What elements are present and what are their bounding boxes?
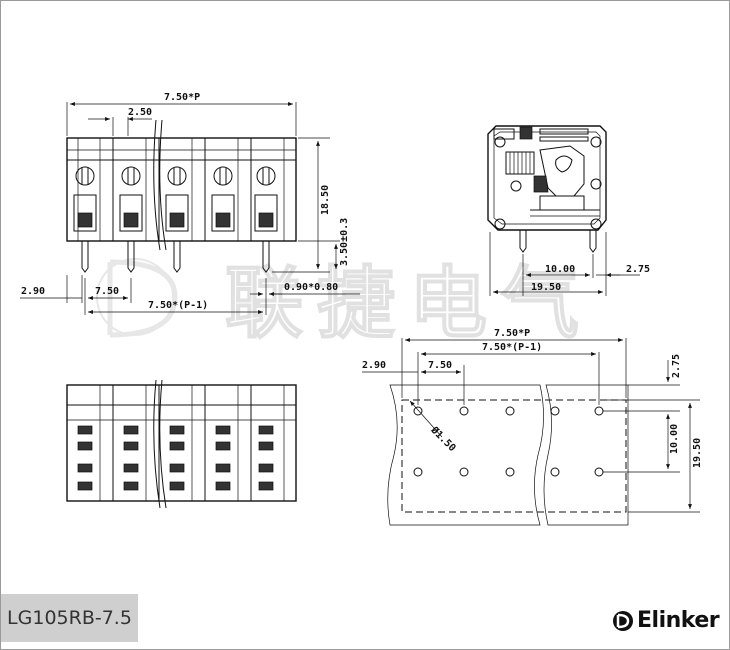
pcb-dim-row-spacing: 10.00 [669, 424, 680, 454]
pcb-dim-hole-dia: Ø1.50 [428, 424, 458, 454]
pcb-dim-pitch: 7.50 [428, 360, 452, 371]
side-view: 10.00 2.75 19.50 [487, 125, 650, 296]
brand-name: Elinker [637, 608, 720, 633]
front-body-outline [66, 137, 297, 242]
dim-half-pitch: 2.50 [128, 107, 152, 118]
break-lines [153, 119, 167, 251]
dim-depth-a: 10.00 [545, 264, 575, 275]
plan-view [66, 379, 297, 509]
side-dimensions: 10.00 2.75 19.50 [489, 232, 650, 296]
pole-separators [77, 138, 285, 241]
dim-pitch-total: 7.50*P [164, 92, 200, 103]
dim-pitch-span: 7.50*(P-1) [148, 300, 208, 311]
dim-pin-section: 0.90*0.80 [284, 282, 338, 293]
pcb-dim-depth-total: 19.50 [692, 438, 703, 468]
dim-edge-offset: 2.90 [21, 286, 45, 297]
model-label: LG105RB-7.5 [1, 594, 138, 642]
pcb-outline-dashed [401, 399, 627, 513]
front-view: 7.50*P 2.50 18.50 3.50±0.3 2.90 7.50 7.5 [20, 92, 360, 315]
watermark-logo-icon [96, 258, 178, 338]
pcb-dim-pitch-span: 7.50*(P-1) [482, 342, 542, 353]
dim-pin-length: 3.50±0.3 [339, 218, 350, 266]
brand-mark-icon [613, 610, 633, 631]
dim-pitch: 7.50 [95, 286, 119, 297]
dim-depth-b: 2.75 [626, 264, 650, 275]
plan-slots [77, 425, 274, 491]
watermark: 联捷电气 [96, 258, 593, 350]
watermark-text: 联捷电气 [225, 259, 593, 349]
front-dimensions: 7.50*P 2.50 18.50 3.50±0.3 2.90 7.50 7.5 [20, 92, 360, 315]
dim-depth-total: 19.50 [531, 282, 561, 293]
pcb-dim-edge-offset: 2.90 [362, 360, 386, 371]
wire-openings [73, 194, 278, 232]
pcb-dim-offset-top: 2.75 [671, 354, 682, 378]
pcb-dimensions: 7.50*P 7.50*(P-1) 2.90 7.50 Ø1.50 2.75 1… [362, 328, 703, 513]
pcb-layout: 7.50*P 7.50*(P-1) 2.90 7.50 Ø1.50 2.75 1… [362, 328, 703, 526]
brand-logo: Elinker [612, 608, 720, 633]
pcb-dim-pitch-total: 7.50*P [494, 328, 530, 339]
dim-height: 18.50 [320, 185, 331, 215]
screw-heads [75, 166, 276, 186]
pins [81, 241, 270, 273]
screw-thread [509, 152, 531, 174]
